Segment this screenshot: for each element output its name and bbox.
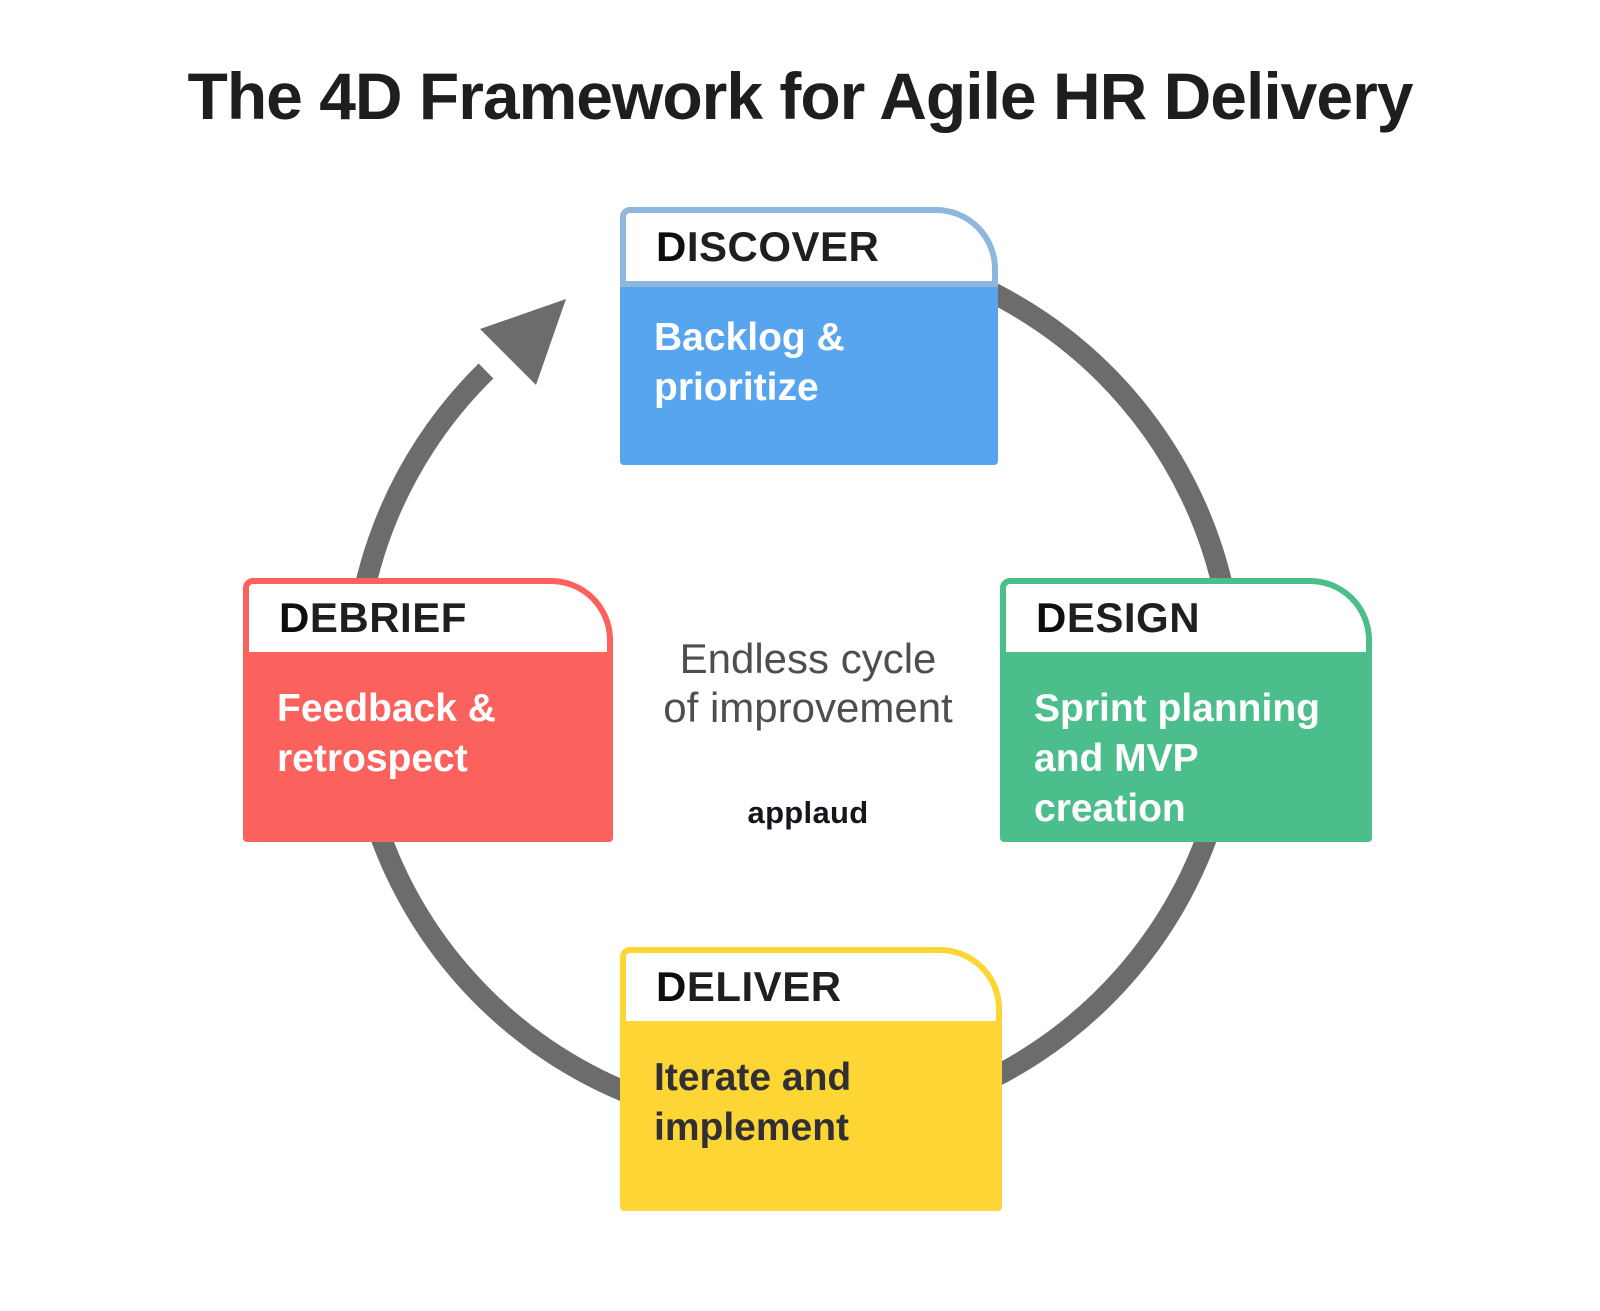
card-deliver-text-line: Iterate and (654, 1056, 852, 1099)
card-discover: DISCOVER Backlog & prioritize (620, 207, 998, 465)
card-debrief-text-line: retrospect (277, 737, 468, 780)
card-deliver-initial: D (656, 963, 687, 1010)
page-title: The 4D Framework for Agile HR Delivery (0, 58, 1600, 134)
card-deliver-label: ELIVER (686, 963, 842, 1010)
applaud-logo: applaud (747, 795, 869, 830)
title-emphasis: 4D (319, 59, 402, 133)
card-debrief-body: Feedback & retrospect (243, 658, 613, 842)
center-caption: Endless cycle of improvement (663, 634, 952, 732)
card-deliver-text-line: implement (654, 1106, 850, 1149)
title-suffix: Framework for Agile HR Delivery (401, 59, 1414, 133)
card-design-label: ESIGN (1066, 594, 1201, 641)
card-discover-text-line: prioritize (654, 366, 819, 409)
card-deliver-title: DELIVER (656, 963, 842, 1011)
card-debrief: DEBRIEF Feedback & retrospect (243, 578, 613, 842)
title-prefix: The (187, 59, 320, 133)
card-design-body: Sprint planning and MVP creation (1000, 658, 1372, 842)
card-debrief-text-line: Feedback & (277, 687, 496, 730)
cycle-arrowhead-icon (480, 299, 566, 385)
card-design-title: DESIGN (1036, 594, 1200, 642)
card-debrief-initial: D (279, 594, 310, 641)
card-design-text-line: creation (1034, 787, 1186, 830)
card-deliver: DELIVER Iterate and implement (620, 947, 1002, 1211)
card-debrief-title: DEBRIEF (279, 594, 467, 642)
card-discover-header: DISCOVER (620, 207, 998, 287)
card-deliver-body: Iterate and implement (620, 1027, 1002, 1211)
center-caption-line2: of improvement (663, 684, 953, 731)
center-caption-line1: Endless cycle (679, 635, 937, 682)
card-discover-label: ISCOVER (686, 223, 880, 270)
card-discover-text-line: Backlog & (654, 316, 845, 359)
card-debrief-label: EBRIEF (309, 594, 467, 641)
card-deliver-header: DELIVER (620, 947, 1002, 1027)
card-design-text-line: Sprint planning (1034, 687, 1320, 730)
card-debrief-header: DEBRIEF (243, 578, 613, 658)
card-design-initial: D (1036, 594, 1067, 641)
card-design-header: DESIGN (1000, 578, 1372, 658)
card-discover-body: Backlog & prioritize (620, 287, 998, 465)
card-discover-initial: D (656, 223, 687, 270)
card-discover-title: DISCOVER (656, 223, 879, 271)
card-design-text-line: and MVP (1034, 737, 1199, 780)
card-design: DESIGN Sprint planning and MVP creation (1000, 578, 1372, 842)
